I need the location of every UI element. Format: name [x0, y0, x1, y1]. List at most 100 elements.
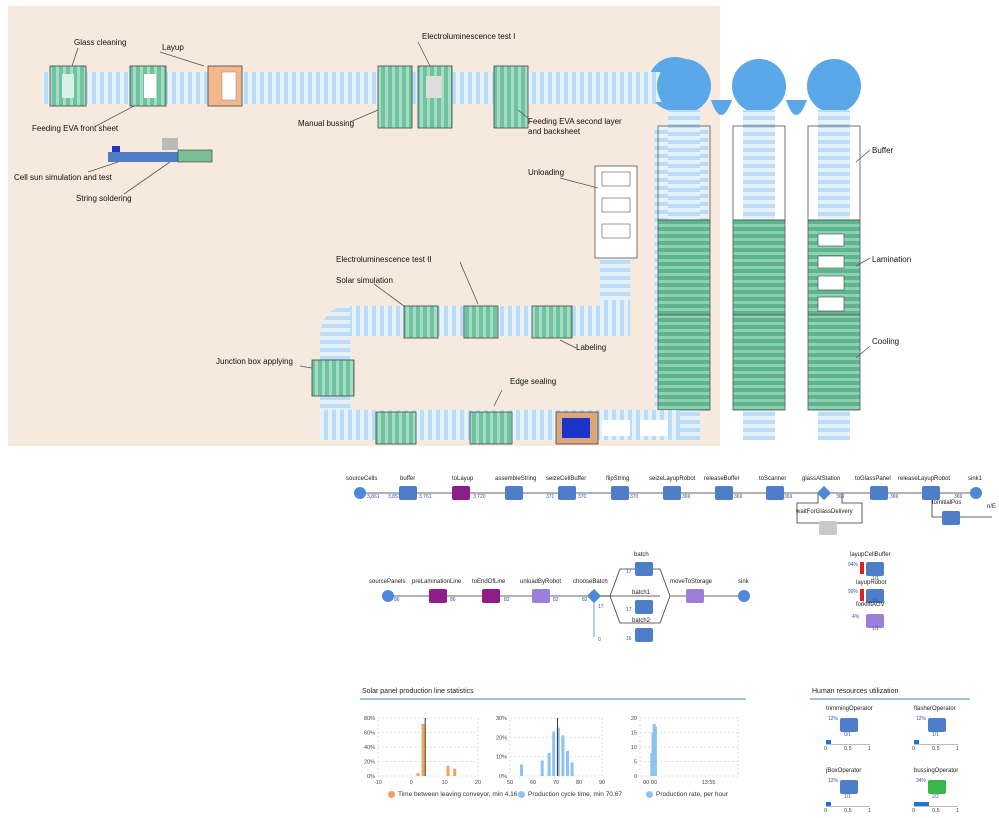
toscanner-block[interactable]	[766, 486, 784, 500]
buffer-circle-1	[657, 59, 711, 113]
op-pct: 12%	[828, 778, 839, 784]
node-glassatstation: glassAtStation	[802, 476, 841, 482]
histogram-bar	[556, 727, 560, 776]
y-tick-label: 60%	[364, 731, 375, 737]
releasebuffer-block[interactable]	[715, 486, 733, 500]
prelamination-block[interactable]	[429, 589, 447, 603]
res-forklift-label: forkliftAGV	[856, 602, 885, 608]
buffer-block[interactable]	[399, 486, 417, 500]
seizelayuprobot-block[interactable]	[663, 486, 681, 500]
op-block[interactable]	[928, 780, 946, 794]
sink1-icon[interactable]	[970, 487, 982, 499]
station-labeling	[531, 305, 573, 339]
batch1-block[interactable]	[635, 600, 653, 614]
legend1-val: 4.16	[504, 791, 518, 799]
count-12: 369	[954, 494, 963, 500]
label-el-test-1: Electroluminescence test I	[422, 32, 516, 41]
stack-column-2	[732, 110, 786, 440]
node-waitforglass: waitForGlassDelivery	[796, 509, 853, 515]
label-junction-box: Junction box applying	[216, 357, 293, 366]
batch-block[interactable]	[635, 562, 653, 576]
histogram-bar	[552, 731, 556, 776]
label-feeding-eva-second-2: and backsheet	[528, 127, 581, 136]
y-tick-label: 20	[631, 716, 637, 722]
res-forklift-block[interactable]	[866, 614, 884, 628]
legend-cycle-time: Production cycle time, min 70.67	[518, 791, 622, 798]
x-tick-label: 70	[553, 780, 559, 786]
unloadbyrobot-block[interactable]	[532, 589, 550, 603]
legend-blue-dot-2	[646, 791, 653, 798]
station-el-test-1	[417, 65, 453, 129]
node-seizelayuprobot: seizeLayupRobot	[649, 476, 696, 482]
station-layup	[207, 65, 243, 107]
stack-column-3	[807, 110, 861, 440]
f2-count-9: 0	[598, 637, 601, 643]
releaselayuprobot-block[interactable]	[922, 486, 940, 500]
y-tick-label: 10%	[496, 755, 507, 761]
source-panels-icon[interactable]	[382, 590, 394, 602]
label-lamination: Lamination	[872, 255, 912, 264]
res-layuprobot-frac: 0/1	[872, 598, 879, 604]
op-block[interactable]	[840, 780, 858, 794]
f2-count-4: 82	[582, 597, 588, 603]
node-toscanner: toScanner	[759, 476, 787, 482]
node-movetostorage: moveToStorage	[670, 579, 713, 585]
node-assemblestring: assembleString	[495, 476, 537, 482]
count-10: 369	[836, 494, 845, 500]
flipstring-block[interactable]	[611, 486, 629, 500]
count-0: 3,861	[367, 494, 380, 500]
node-unloadbyrobot: unloadByRobot	[520, 579, 562, 585]
op-name: jBoxOperator	[826, 768, 862, 774]
stats-title-underline	[360, 698, 746, 700]
label-el-test-2: Electroluminescence test II	[336, 255, 432, 264]
node-toinitialpos: toInitialPos	[932, 500, 962, 506]
res-layupcellbuffer-block[interactable]	[866, 562, 884, 576]
label-layup: Layup	[162, 43, 184, 52]
waitforglass-block[interactable]	[819, 521, 837, 535]
node-sourcecells: sourceCells	[346, 476, 378, 482]
toendofline-block[interactable]	[482, 589, 500, 603]
label-glass-cleaning: Glass cleaning	[74, 38, 127, 47]
histogram-bar	[540, 760, 544, 776]
sink-icon[interactable]	[738, 590, 750, 602]
node-choosebatch: chooseBatch	[573, 579, 608, 585]
legend-production-rate: Production rate, per hour	[646, 791, 728, 798]
res-layuprobot-block[interactable]	[866, 589, 884, 603]
res-layuprobot-bar	[860, 589, 864, 601]
x-tick-label: 0	[410, 780, 413, 786]
res-layupcellbuffer-label: layupCellBuffer	[850, 552, 891, 558]
op-util-track	[914, 740, 958, 745]
op-block[interactable]	[840, 718, 858, 732]
op-util-track	[826, 740, 870, 745]
movetostorage-block[interactable]	[686, 589, 704, 603]
op-pct: 12%	[828, 716, 839, 722]
assemblestring-block[interactable]	[505, 486, 523, 500]
station-junction-box	[311, 359, 355, 397]
y-tick-label: 80%	[364, 716, 375, 722]
op-name: trimmingOperator	[826, 706, 873, 712]
op-tick-2: 1	[956, 746, 960, 752]
factory-overlay-svg	[42, 41, 871, 445]
op-frac: 2/2	[932, 794, 939, 800]
legend2-text: Production cycle time, min	[528, 791, 604, 799]
buffer-circle-2	[732, 59, 786, 113]
f2-count-8: 16	[626, 636, 632, 642]
node-flipstring: flipString	[606, 476, 630, 482]
hr-title: Human resources utilization	[812, 688, 899, 695]
op-frac: 0/1	[844, 732, 851, 738]
label-string-soldering: String soldering	[76, 194, 132, 203]
legend1-text: Time between leaving conveyor, min	[398, 791, 503, 799]
toglasspanel-block[interactable]	[870, 486, 888, 500]
op-frac: 1/1	[844, 794, 851, 800]
node-toglasspanel: toGlassPanel	[855, 476, 891, 482]
toinitialpos-block[interactable]	[942, 511, 960, 525]
count-9: 369	[784, 494, 793, 500]
flow2-connectors	[388, 568, 744, 637]
op-block[interactable]	[928, 718, 946, 732]
tolayup-block[interactable]	[452, 486, 470, 500]
label-solar-simulation: Solar simulation	[336, 276, 393, 285]
seizecellbuffer-block[interactable]	[558, 486, 576, 500]
source-cells-icon[interactable]	[354, 487, 366, 499]
batch2-block[interactable]	[635, 628, 653, 642]
